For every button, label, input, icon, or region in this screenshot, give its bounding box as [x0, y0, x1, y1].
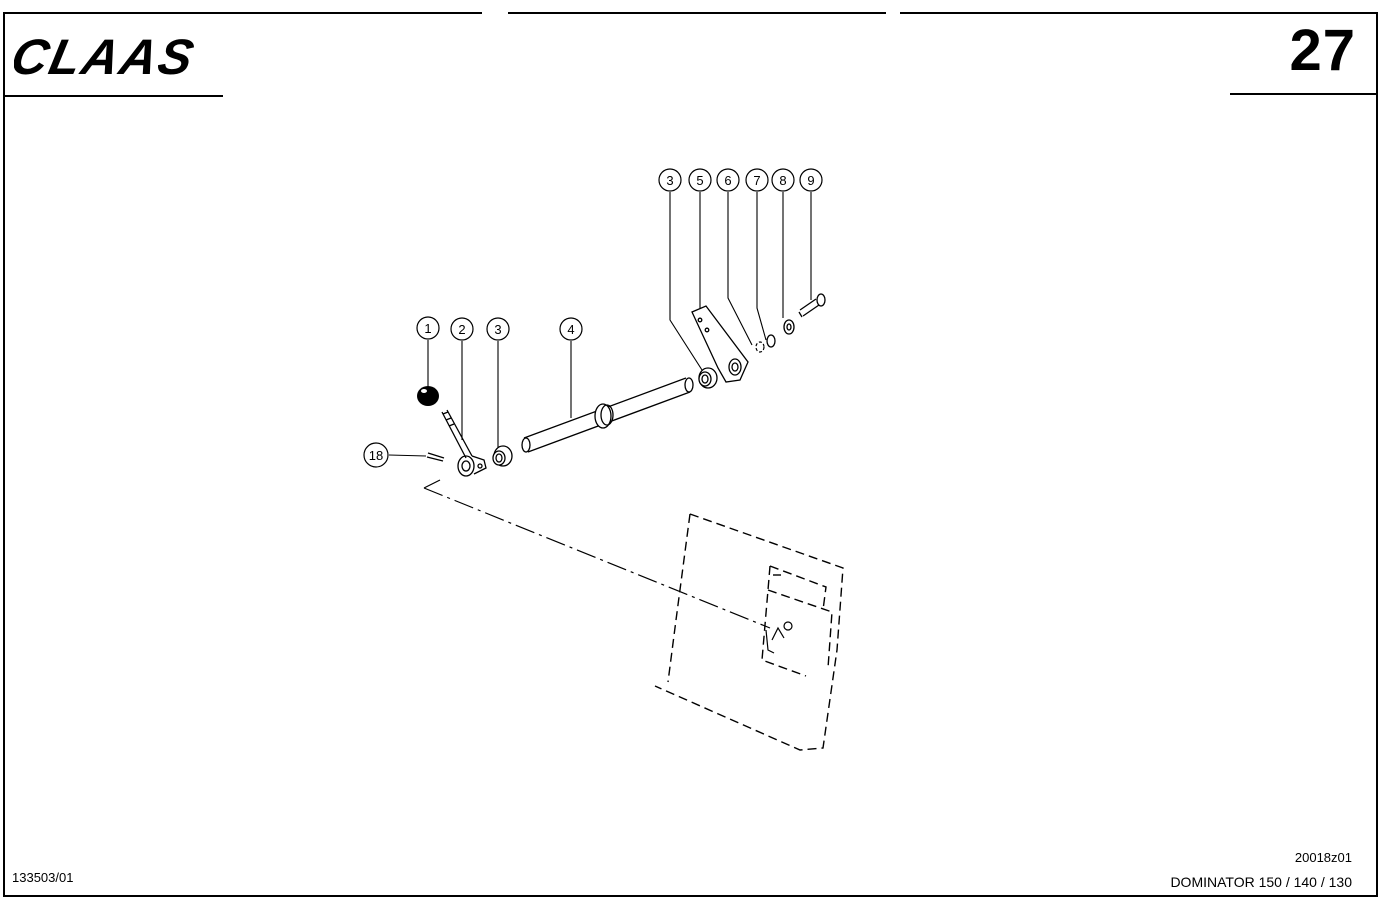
svg-text:18: 18	[369, 448, 383, 463]
mounting-frame-dashed	[654, 513, 844, 751]
svg-text:3: 3	[666, 173, 673, 188]
part-7-ring	[766, 334, 776, 348]
center-line	[423, 479, 771, 629]
part-1-nut	[417, 386, 439, 406]
part-8-lock-washer	[783, 319, 795, 335]
svg-text:9: 9	[807, 173, 814, 188]
svg-text:3: 3	[494, 322, 501, 337]
part-3-bushing-right	[698, 367, 718, 389]
callout-1: 1	[416, 316, 440, 340]
part-2-lever	[441, 409, 487, 477]
callout-3-left: 3	[486, 317, 510, 341]
header-rule-right	[1230, 93, 1378, 95]
callout-3-right: 3	[658, 168, 682, 192]
svg-text:5: 5	[696, 173, 703, 188]
callout-9: 9	[799, 168, 823, 192]
part-3-bushing-left	[492, 445, 513, 467]
part-9-bolt	[798, 293, 826, 318]
callout-7: 7	[745, 168, 769, 192]
svg-text:6: 6	[724, 173, 731, 188]
callout-6: 6	[716, 168, 740, 192]
document-number: 133503/01	[12, 870, 74, 885]
svg-text:CLAAS: CLAAS	[14, 30, 200, 82]
svg-text:7: 7	[753, 173, 760, 188]
part-4-shaft	[521, 377, 694, 453]
callout-18: 18	[363, 442, 389, 468]
svg-text:4: 4	[567, 322, 574, 337]
svg-text:8: 8	[779, 173, 786, 188]
svg-text:1: 1	[424, 321, 431, 336]
callout-4: 4	[559, 317, 583, 341]
part-18-pin	[426, 452, 445, 462]
page-number: 27	[1289, 18, 1356, 83]
callout-8: 8	[771, 168, 795, 192]
callout-2: 2	[450, 317, 474, 341]
model-designation: DOMINATOR 150 / 140 / 130	[1170, 874, 1352, 890]
frame-detail	[765, 621, 793, 654]
svg-text:2: 2	[458, 322, 465, 337]
page-frame	[3, 12, 1378, 897]
callout-5: 5	[688, 168, 712, 192]
header-rule-left	[3, 95, 223, 97]
part-6-washer	[755, 341, 765, 353]
claas-logo: CLAAS	[14, 30, 200, 82]
part-5-plate	[691, 305, 749, 383]
figure-reference: 20018z01	[1294, 850, 1352, 865]
